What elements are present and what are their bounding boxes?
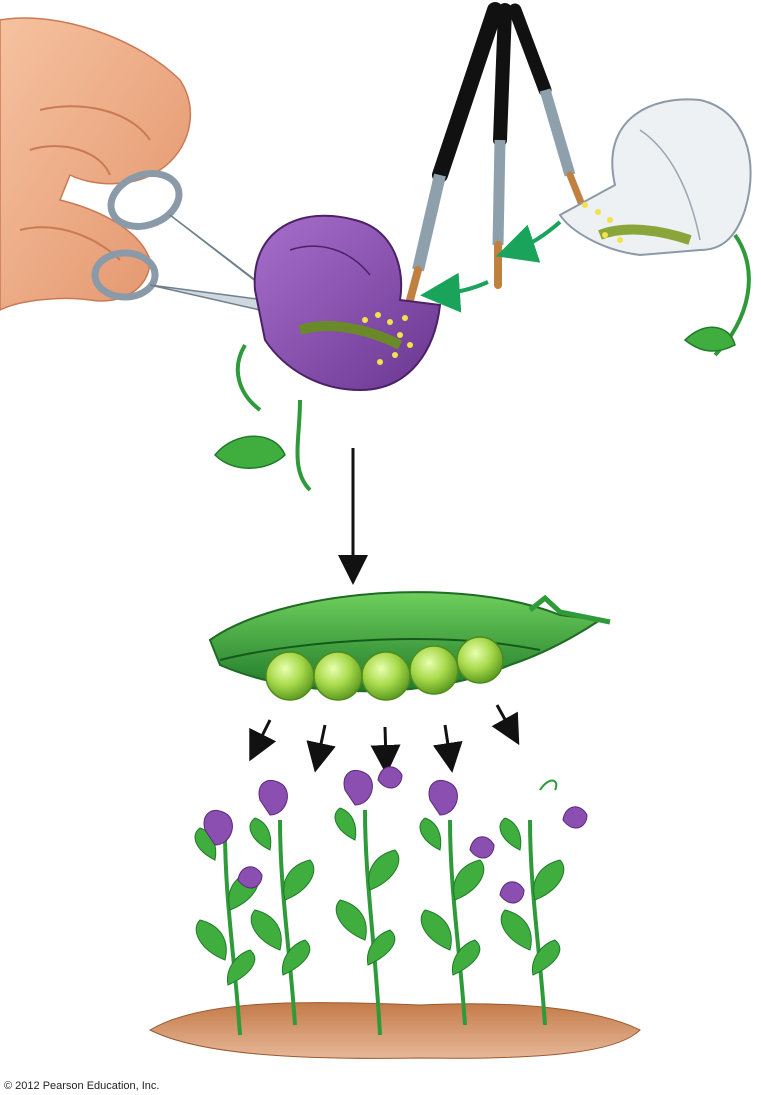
- soil-bed: [150, 1003, 640, 1059]
- offspring-arrows: [256, 705, 512, 760]
- purple-flower-icon: [215, 216, 440, 490]
- paintbrush-icon: [410, 10, 582, 300]
- transfer-arrow-right: [515, 222, 560, 250]
- white-flower-icon: [560, 99, 751, 355]
- copyright-notice: © 2012 Pearson Education, Inc.: [4, 1080, 159, 1092]
- pea-pod-icon: [210, 592, 610, 700]
- transfer-arrow-left: [440, 282, 488, 294]
- pea-plant-icon: [195, 767, 587, 1035]
